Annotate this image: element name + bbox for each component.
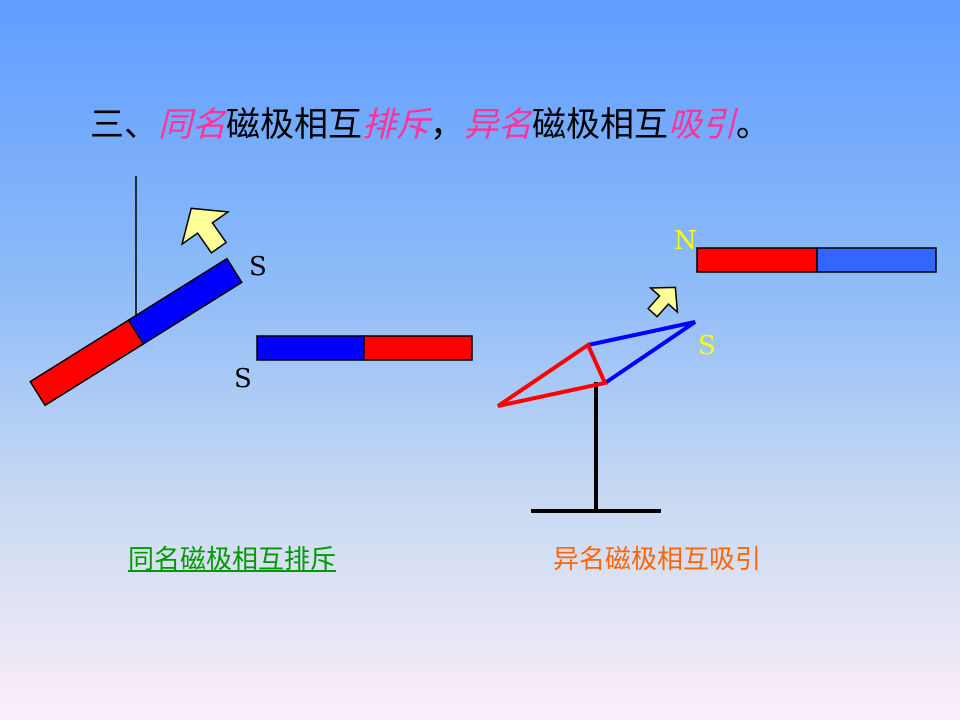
title-diff-name: 异名 xyxy=(464,105,532,145)
pole-label-fixed-left: S xyxy=(234,364,252,394)
title-mutual-1: 磁极相互 xyxy=(226,105,362,145)
pole-label-swing-left: S xyxy=(249,252,267,282)
swinging-magnet-left xyxy=(29,257,243,407)
compass-needle xyxy=(496,320,697,408)
title-repel: 排斥 xyxy=(362,105,430,145)
swing-magnet-north-half xyxy=(29,319,145,407)
fixed-magnet-north-half xyxy=(363,335,473,361)
needle-south-half xyxy=(587,320,697,385)
repel-demo xyxy=(29,176,473,407)
fixed-magnet-left xyxy=(256,335,473,361)
title-attract: 吸引 xyxy=(668,105,736,145)
swing-magnet-south-half xyxy=(127,257,243,345)
fixed-magnet-right-north-half xyxy=(696,247,818,273)
title-mutual-2: 磁极相互 xyxy=(532,105,668,145)
needle-north-half xyxy=(496,342,608,408)
attract-arrow-icon xyxy=(647,286,679,318)
fixed-magnet-right xyxy=(696,247,937,273)
slide-title: 三、同名磁极相互排斥，异名磁极相互吸引。 xyxy=(90,100,770,150)
attract-demo xyxy=(496,247,937,513)
caption-attract: 异名磁极相互吸引 xyxy=(553,545,762,575)
fixed-magnet-right-south-half xyxy=(816,247,937,273)
caption-repel-link[interactable]: 同名磁极相互排斥 xyxy=(128,545,337,575)
title-same-name: 同名 xyxy=(158,105,226,145)
title-comma: ， xyxy=(430,105,464,145)
pole-label-fixed-right: N xyxy=(674,226,697,256)
repel-arrow-icon xyxy=(180,207,231,254)
fixed-magnet-south-half xyxy=(256,335,365,361)
title-prefix: 三、 xyxy=(90,105,158,145)
title-end: 。 xyxy=(736,105,770,145)
pole-label-swing-right: S xyxy=(698,331,716,361)
